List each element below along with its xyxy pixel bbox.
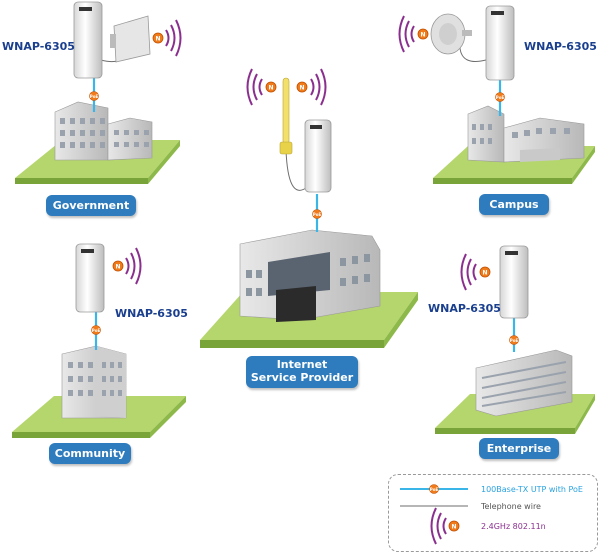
- site-label-isp: Internet Service Provider: [246, 356, 358, 388]
- wireless-signal-icon: [152, 19, 182, 57]
- access-point-icon: [304, 119, 332, 193]
- community-building: [61, 345, 127, 419]
- wireless-signal-icon: [296, 68, 327, 106]
- omni-antenna-icon: [279, 77, 293, 155]
- device-model-label: WNAP-6305: [524, 40, 597, 53]
- access-point-icon: [485, 5, 515, 81]
- government-building: [54, 101, 153, 161]
- wireless-signal-icon: [246, 68, 277, 106]
- enterprise-building: [475, 349, 573, 417]
- site-label-enterprise: Enterprise: [479, 438, 559, 459]
- device-model-label: WNAP-6305: [115, 307, 188, 320]
- site-label-community: Community: [49, 443, 131, 464]
- legend-telephone-label: Telephone wire: [481, 502, 541, 511]
- poe-injector-icon: [495, 92, 505, 102]
- dish-antenna-icon: [430, 13, 472, 55]
- device-model-label: WNAP-6305: [428, 302, 501, 315]
- access-point-icon: [499, 245, 529, 319]
- legend-utp-label: 100Base-TX UTP with PoE: [481, 485, 583, 494]
- site-label-isp-line2: Service Provider: [250, 370, 354, 384]
- isp-building: [239, 229, 381, 322]
- poe-injector-icon: [91, 325, 101, 335]
- site-label-isp-line1: Internet: [276, 358, 328, 371]
- legend-wireless-label: 2.4GHz 802.11n: [481, 522, 546, 531]
- wireless-signal-icon: [398, 15, 429, 53]
- device-model-label: WNAP-6305: [2, 40, 75, 53]
- legend: [388, 474, 598, 552]
- access-point-icon: [73, 1, 103, 79]
- site-label-campus: Campus: [479, 194, 549, 215]
- site-label-government: Government: [46, 195, 136, 216]
- access-point-icon: [75, 243, 105, 313]
- poe-injector-icon: [509, 335, 519, 345]
- poe-injector-icon: [89, 91, 99, 101]
- wireless-signal-icon: [112, 247, 142, 285]
- legend-utp-symbol: [400, 484, 468, 494]
- wireless-signal-icon: [460, 253, 491, 291]
- panel-antenna-icon: [110, 15, 151, 63]
- poe-injector-icon: [312, 209, 322, 219]
- campus-building: [467, 105, 585, 163]
